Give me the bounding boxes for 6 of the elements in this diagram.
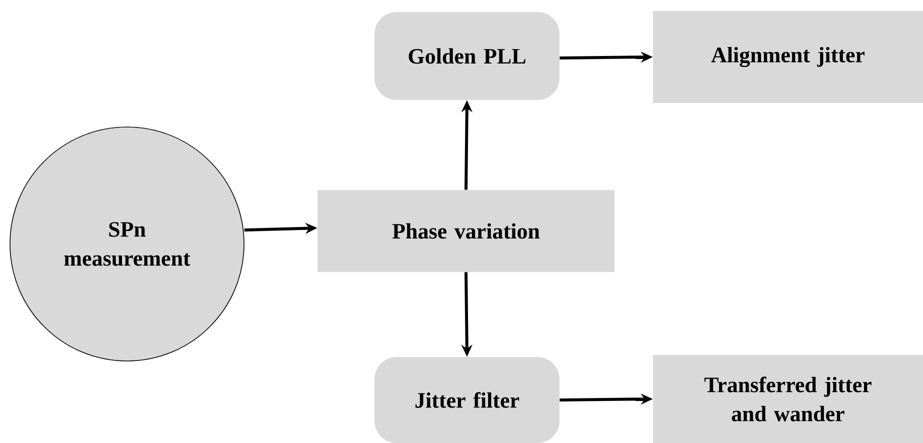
process-box: Transferred jitter and wander <box>653 355 923 443</box>
process-box: Phase variation <box>318 190 614 272</box>
circle-node: SPn measurement <box>10 126 244 362</box>
rounded-box: Golden PLL <box>374 12 560 100</box>
process-box: Alignment jitter <box>653 11 923 103</box>
rounded-box: Jitter filter <box>374 357 560 443</box>
